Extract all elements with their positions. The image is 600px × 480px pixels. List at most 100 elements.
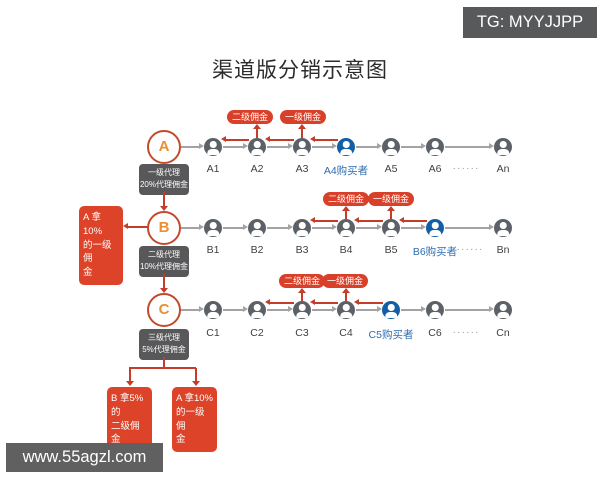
node-label: B3 [295, 244, 309, 256]
agent-b-role: 二级代理 [148, 250, 180, 259]
buyer-icon-b6 [426, 219, 444, 237]
commission-up-arrow [298, 124, 305, 138]
node-label: C6 [428, 327, 442, 339]
agent-c-letter: C [158, 301, 170, 318]
agent-b-commission-box: 二级代理 10%代理佣金 [139, 246, 189, 277]
buyer-label: A4购买者 [323, 165, 369, 177]
node-label: B4 [339, 244, 353, 256]
commission-back-arrow [265, 136, 294, 142]
person-icon-a2 [248, 138, 266, 156]
referral-arrow [312, 224, 337, 230]
branch-down-arrow [126, 368, 133, 386]
referral-arrow [356, 143, 382, 149]
agent-b-circle: B [147, 211, 181, 245]
node-label: A3 [295, 163, 309, 175]
buyer-label: C5购买者 [368, 329, 414, 341]
row-a-first-level-pill: 一级佣金 [279, 110, 327, 124]
person-icon-an [494, 138, 512, 156]
agent-b-rate: 10%代理佣金 [139, 262, 188, 272]
side-note-line: 的一级佣 [83, 239, 112, 265]
commission-back-arrow [310, 136, 338, 142]
agent-b-letter: B [158, 219, 170, 236]
referral-arrow [401, 306, 426, 312]
branch-down-arrow [192, 368, 199, 386]
agent-c-rate: 5%代理佣金 [142, 345, 186, 355]
branch-stem-line [163, 357, 165, 368]
row-a-second-level-pill: 二级佣金 [226, 110, 274, 124]
row-b-second-level-pill: 二级佣金 [322, 192, 370, 206]
node-label: A5 [384, 163, 398, 175]
buyer-label: B6购买者 [412, 246, 458, 258]
commission-up-arrow [253, 124, 260, 138]
referral-arrow [356, 224, 382, 230]
agent-a-role: 一级代理 [148, 168, 180, 177]
node-label: C2 [250, 327, 264, 339]
person-icon-c2 [248, 301, 266, 319]
node-label: B2 [250, 244, 264, 256]
person-icon-c6 [426, 301, 444, 319]
commission-back-arrow [265, 299, 294, 305]
ellipsis: ······ [452, 162, 480, 174]
commission-back-arrow [310, 299, 338, 305]
referral-arrow [181, 306, 204, 312]
node-label: A1 [206, 163, 220, 175]
referral-arrow [223, 224, 248, 230]
commission-back-arrow [399, 217, 427, 223]
referral-arrow [401, 224, 426, 230]
node-label: A2 [250, 163, 264, 175]
referral-arrow [445, 143, 494, 149]
agent-c-circle: C [147, 293, 181, 327]
tg-contact-badge: TG: MYYJJPP [463, 7, 597, 38]
person-icon-c4 [337, 301, 355, 319]
agent-a-rate: 20%代理佣金 [139, 180, 188, 190]
person-icon-bn [494, 219, 512, 237]
person-icon-b3 [293, 219, 311, 237]
node-label: C1 [206, 327, 220, 339]
node-label: B1 [206, 244, 220, 256]
referral-arrow [181, 224, 204, 230]
commission-back-arrow [123, 223, 148, 229]
person-icon-c3 [293, 301, 311, 319]
commission-up-arrow [298, 288, 305, 301]
bottom-note-line: 金 [176, 434, 186, 446]
person-icon-c1 [204, 301, 222, 319]
referral-arrow [356, 306, 382, 312]
watermark: www.55agzl.com [6, 443, 163, 472]
commission-up-arrow [387, 206, 394, 219]
bottom-note-line: B 拿5%的 [111, 393, 144, 418]
node-label: Bn [496, 244, 510, 256]
level-down-arrow [160, 274, 167, 293]
person-icon-a6 [426, 138, 444, 156]
side-note-line: 金 [83, 267, 93, 279]
referral-arrow [445, 306, 494, 312]
page-title: 渠道版分销示意图 [212, 59, 388, 82]
row-c-first-level-pill: 一级佣金 [321, 274, 369, 288]
bottom-note-a: A 拿10% 的一级佣 金 [172, 387, 217, 453]
referral-arrow [267, 143, 293, 149]
side-note-box: A 拿10% 的一级佣 金 [79, 206, 123, 285]
level-down-arrow [160, 192, 167, 211]
person-icon-a5 [382, 138, 400, 156]
commission-back-arrow [354, 299, 383, 305]
bottom-note-b: B 拿5%的 二级佣金 [107, 387, 152, 453]
referral-arrow [312, 143, 337, 149]
side-note-line: A 拿10% [83, 212, 103, 237]
node-label: C3 [295, 327, 309, 339]
commission-up-arrow [342, 206, 349, 219]
referral-arrow [312, 306, 337, 312]
agent-c-role: 三级代理 [148, 333, 180, 342]
person-icon-b4 [337, 219, 355, 237]
referral-arrow [401, 143, 426, 149]
referral-arrow [267, 306, 293, 312]
node-label: An [496, 163, 510, 175]
commission-back-arrow [354, 217, 383, 223]
node-label: B5 [384, 244, 398, 256]
bottom-note-line: 的一级佣 [176, 406, 205, 432]
node-label: A6 [428, 163, 442, 175]
node-label: C4 [339, 327, 353, 339]
person-icon-a1 [204, 138, 222, 156]
agent-a-letter: A [158, 138, 170, 155]
person-icon-b1 [204, 219, 222, 237]
referral-arrow [445, 224, 494, 230]
agent-c-commission-box: 三级代理 5%代理佣金 [139, 329, 189, 360]
